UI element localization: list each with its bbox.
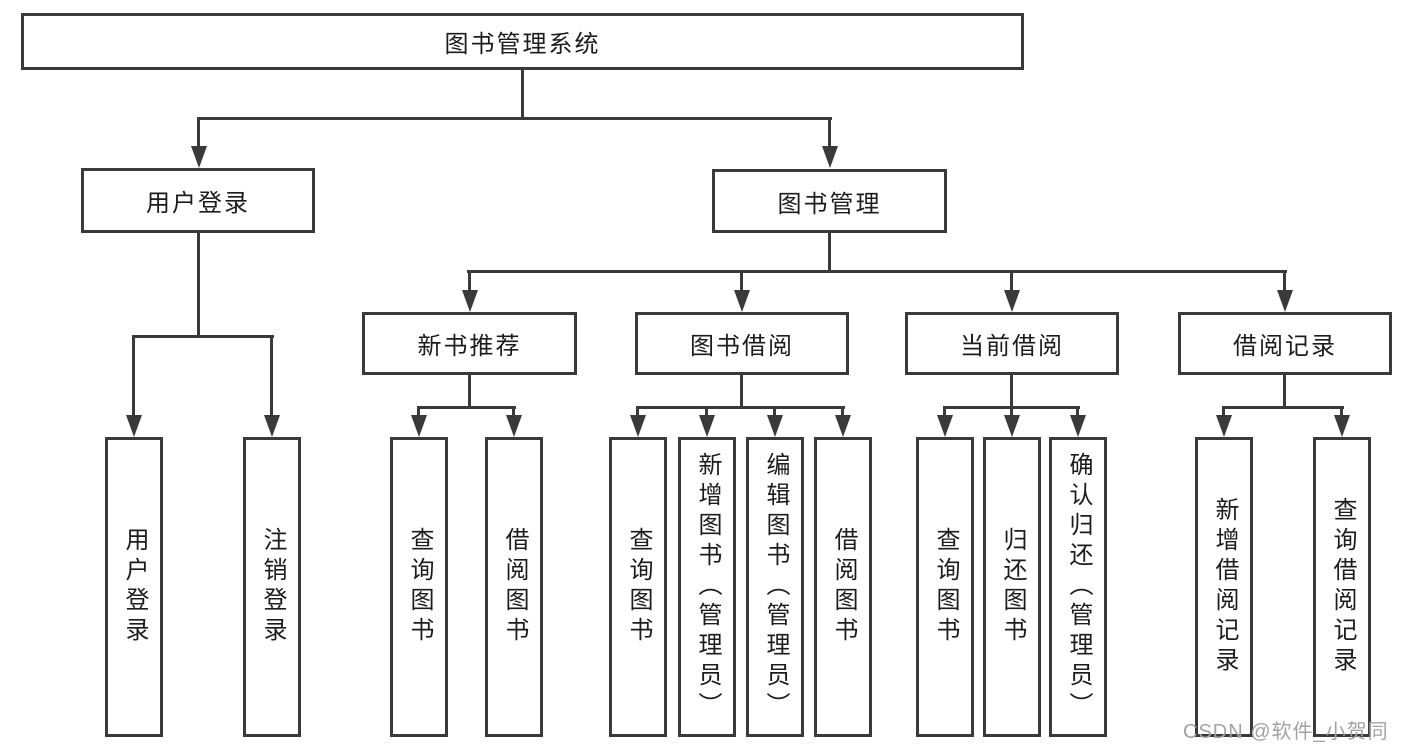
connector-user-login-stem bbox=[197, 233, 200, 338]
arrow-to-query-record bbox=[1340, 406, 1343, 415]
leaf-query-books-1-label: 查询图书 bbox=[406, 527, 433, 647]
arrow-to-current-borrow bbox=[1010, 270, 1013, 290]
node-new-books-label: 新书推荐 bbox=[417, 333, 522, 360]
connector-user-login-bus bbox=[132, 335, 274, 338]
node-new-books: 新书推荐 bbox=[362, 312, 577, 375]
leaf-query-books-3-label: 查询图书 bbox=[932, 527, 959, 647]
leaf-confirm-return-admin: 确认归还（管理员） bbox=[1049, 437, 1107, 737]
leaf-return-books: 归还图书 bbox=[983, 437, 1041, 737]
arrow-to-add-books bbox=[705, 406, 708, 415]
connector-book-borrow-bus bbox=[637, 406, 845, 409]
leaf-add-borrow-record-label: 新增借阅记录 bbox=[1211, 497, 1238, 677]
connector-level2-bus bbox=[198, 117, 832, 120]
node-root: 图书管理系统 bbox=[21, 13, 1024, 70]
arrow-to-new-books bbox=[468, 270, 471, 290]
leaf-borrow-books-1: 借阅图书 bbox=[485, 437, 543, 737]
node-current-borrow: 当前借阅 bbox=[905, 312, 1119, 375]
connector-book-borrow-stem bbox=[740, 375, 743, 409]
connector-new-books-stem bbox=[468, 375, 471, 409]
leaf-query-books-1: 查询图书 bbox=[390, 437, 448, 737]
arrow-to-book-borrow bbox=[740, 270, 743, 290]
arrow-to-add-record bbox=[1222, 406, 1225, 415]
node-root-label: 图书管理系统 bbox=[444, 31, 601, 58]
leaf-edit-books-admin: 编辑图书（管理员） bbox=[746, 437, 804, 737]
connector-level3-bus bbox=[467, 270, 1287, 273]
leaf-query-books-2-label: 查询图书 bbox=[625, 527, 652, 647]
leaf-return-books-label: 归还图书 bbox=[999, 527, 1026, 647]
leaf-add-books-admin: 新增图书（管理员） bbox=[678, 437, 736, 737]
arrow-to-edit-books bbox=[773, 406, 776, 415]
arrow-to-confirm-return bbox=[1076, 406, 1079, 415]
arrow-to-leaf-logout bbox=[270, 335, 273, 415]
leaf-query-books-2: 查询图书 bbox=[609, 437, 667, 737]
connector-root-stem bbox=[521, 70, 524, 118]
connector-book-mgmt-stem bbox=[828, 233, 831, 273]
arrow-to-query-books-3 bbox=[943, 406, 946, 415]
leaf-query-borrow-record: 查询借阅记录 bbox=[1313, 437, 1371, 737]
connector-current-borrow-stem bbox=[1010, 375, 1013, 409]
leaf-query-books-3: 查询图书 bbox=[916, 437, 974, 737]
leaf-logout-label: 注销登录 bbox=[259, 527, 286, 647]
arrow-to-query-books-2 bbox=[636, 406, 639, 415]
leaf-user-login-label: 用户登录 bbox=[121, 527, 148, 647]
node-current-borrow-label: 当前借阅 bbox=[960, 333, 1064, 360]
connector-borrow-records-bus bbox=[1223, 406, 1344, 409]
arrow-to-borrow-records bbox=[1283, 270, 1286, 290]
watermark: CSDN @软件_小贺同学 bbox=[1183, 721, 1389, 743]
leaf-edit-books-admin-label: 编辑图书（管理员） bbox=[762, 452, 789, 722]
arrow-to-book-mgmt bbox=[828, 117, 831, 146]
leaf-confirm-return-admin-label: 确认归还（管理员） bbox=[1065, 452, 1092, 722]
connector-borrow-records-stem bbox=[1283, 375, 1286, 409]
node-book-borrow-label: 图书借阅 bbox=[690, 333, 794, 360]
node-borrow-records: 借阅记录 bbox=[1178, 312, 1392, 375]
arrow-to-return-books bbox=[1010, 406, 1013, 415]
arrow-to-query-books-1 bbox=[417, 406, 420, 415]
node-book-mgmt: 图书管理 bbox=[712, 169, 947, 233]
leaf-borrow-books-2: 借阅图书 bbox=[814, 437, 872, 737]
node-user-login-label: 用户登录 bbox=[146, 190, 250, 217]
leaf-add-books-admin-label: 新增图书（管理员） bbox=[694, 452, 721, 722]
leaf-query-borrow-record-label: 查询借阅记录 bbox=[1329, 497, 1356, 677]
arrow-to-user-login bbox=[197, 117, 200, 146]
arrow-to-borrow-books-2 bbox=[841, 406, 844, 415]
leaf-borrow-books-2-label: 借阅图书 bbox=[830, 527, 857, 647]
leaf-borrow-books-1-label: 借阅图书 bbox=[501, 527, 528, 647]
connector-new-books-bus bbox=[418, 406, 516, 409]
leaf-logout: 注销登录 bbox=[243, 437, 301, 737]
node-book-borrow: 图书借阅 bbox=[635, 312, 849, 375]
leaf-user-login: 用户登录 bbox=[105, 437, 163, 737]
arrow-to-leaf-user-login bbox=[132, 335, 135, 415]
node-borrow-records-label: 借阅记录 bbox=[1233, 333, 1337, 360]
node-book-mgmt-label: 图书管理 bbox=[777, 190, 882, 218]
node-user-login: 用户登录 bbox=[81, 168, 315, 233]
arrow-to-borrow-books-1 bbox=[512, 406, 515, 415]
leaf-add-borrow-record: 新增借阅记录 bbox=[1195, 437, 1253, 737]
